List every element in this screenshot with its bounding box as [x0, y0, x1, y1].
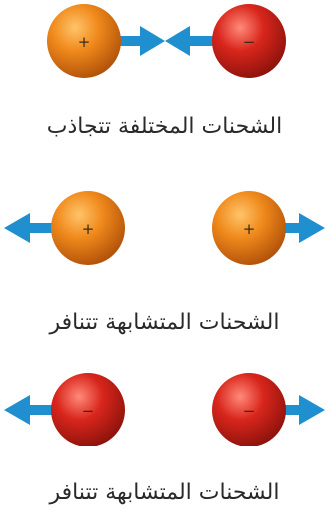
negative-sign: − — [243, 33, 256, 51]
positive-sign: + — [78, 33, 91, 51]
panel-negative-repel: − − الشحنات المتشابهة تتنافر — [0, 346, 329, 518]
panel-opposite-attract: + − الشحنات المختلفة تتجاذب — [0, 0, 329, 172]
caption-negative-repel: الشحنات المتشابهة تتنافر — [0, 478, 329, 508]
panel-positive-repel: + + الشحنات المتشابهة تتنافر — [0, 172, 329, 344]
arrow-left-pointing-inward — [165, 26, 214, 56]
positive-sign-left: + — [82, 220, 95, 238]
repel-positive-figure: + + — [0, 172, 329, 272]
arrow-right-pointing-inward — [116, 26, 165, 56]
repel-negative-figure: − − — [0, 346, 329, 446]
positive-sign-right: + — [243, 220, 256, 238]
attract-figure: + − — [0, 0, 329, 100]
caption-opposite-attract: الشحنات المختلفة تتجاذب — [0, 112, 329, 142]
negative-sign-right: − — [243, 402, 256, 420]
caption-positive-repel: الشحنات المتشابهة تتنافر — [0, 308, 329, 338]
negative-sign-left: − — [82, 402, 95, 420]
